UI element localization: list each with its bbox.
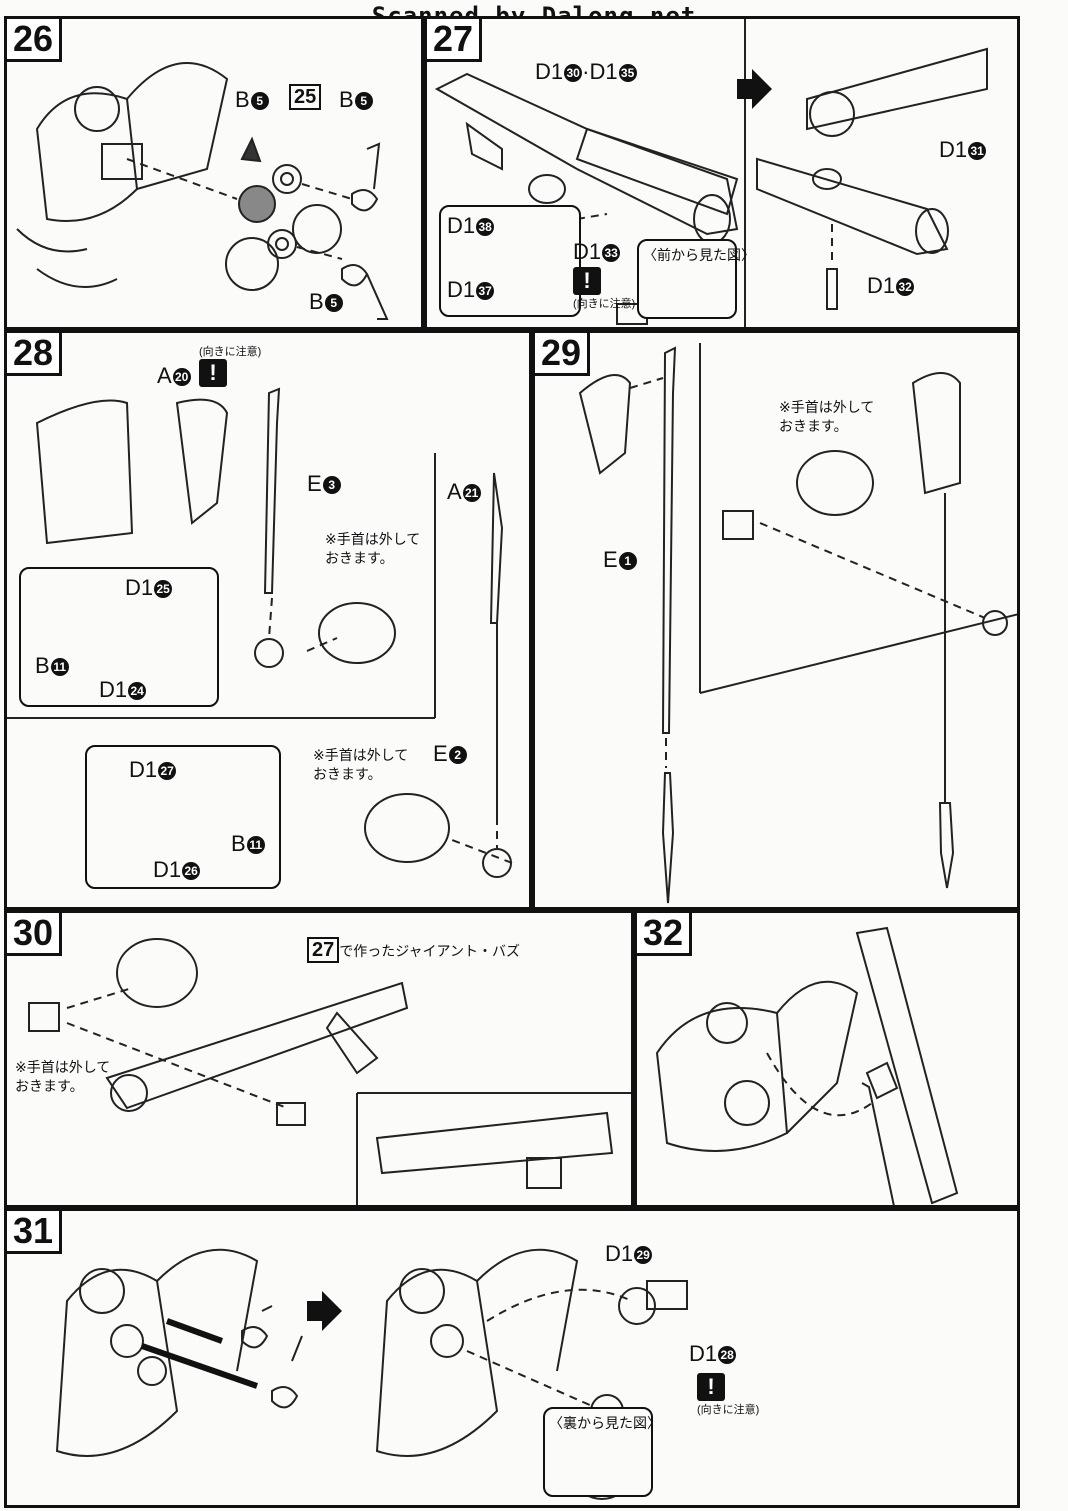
hand-bazooka-illustration xyxy=(28,938,631,1205)
giant-bazooka-illustration xyxy=(434,19,988,327)
step-number: 28 xyxy=(7,333,63,376)
note-remove-wrist: ※手首は外しておきます。 xyxy=(779,400,875,435)
step-number: 27 xyxy=(427,19,483,62)
mount-bazooka-illustration xyxy=(655,926,959,1205)
warning-orientation: !(向きに注意) xyxy=(573,267,636,310)
step-number: 30 xyxy=(7,913,63,956)
shoulder-swap-illustration xyxy=(55,1248,688,1500)
note-remove-wrist-1: ※手首は外しておきます。 xyxy=(325,532,421,567)
warning-icon: ! xyxy=(573,267,601,295)
inset-front-view: 〈前から見た図〉 xyxy=(637,239,755,319)
warning-icon: ! xyxy=(697,1373,725,1401)
note-remove-wrist: ※手首は外しておきます。 xyxy=(15,1060,111,1095)
step-number: 32 xyxy=(637,913,693,956)
warning-orientation: !(向きに注意) xyxy=(697,1373,760,1416)
heat-hawk-long-illustration xyxy=(578,343,1017,904)
warning-orientation: (向きに注意)! xyxy=(199,346,262,387)
label-ref-25: 25 xyxy=(289,83,322,110)
warning-icon: ! xyxy=(199,359,227,387)
front-view-label: 〈前から見た図〉 xyxy=(643,248,755,264)
back-view-label: 〈裏から見た図〉 xyxy=(549,1416,661,1432)
inset-back-view: 〈裏から見た図〉 xyxy=(543,1407,661,1497)
step-32-panel: 32 xyxy=(634,910,1020,1208)
note-remove-wrist-2: ※手首は外しておきます。 xyxy=(313,748,409,783)
shoulder-assembly-illustration xyxy=(16,62,389,320)
heat-hawk-illustration xyxy=(7,387,513,878)
step-number: 29 xyxy=(535,333,591,376)
step-number: 26 xyxy=(7,19,63,62)
step-number: 31 xyxy=(7,1211,63,1254)
